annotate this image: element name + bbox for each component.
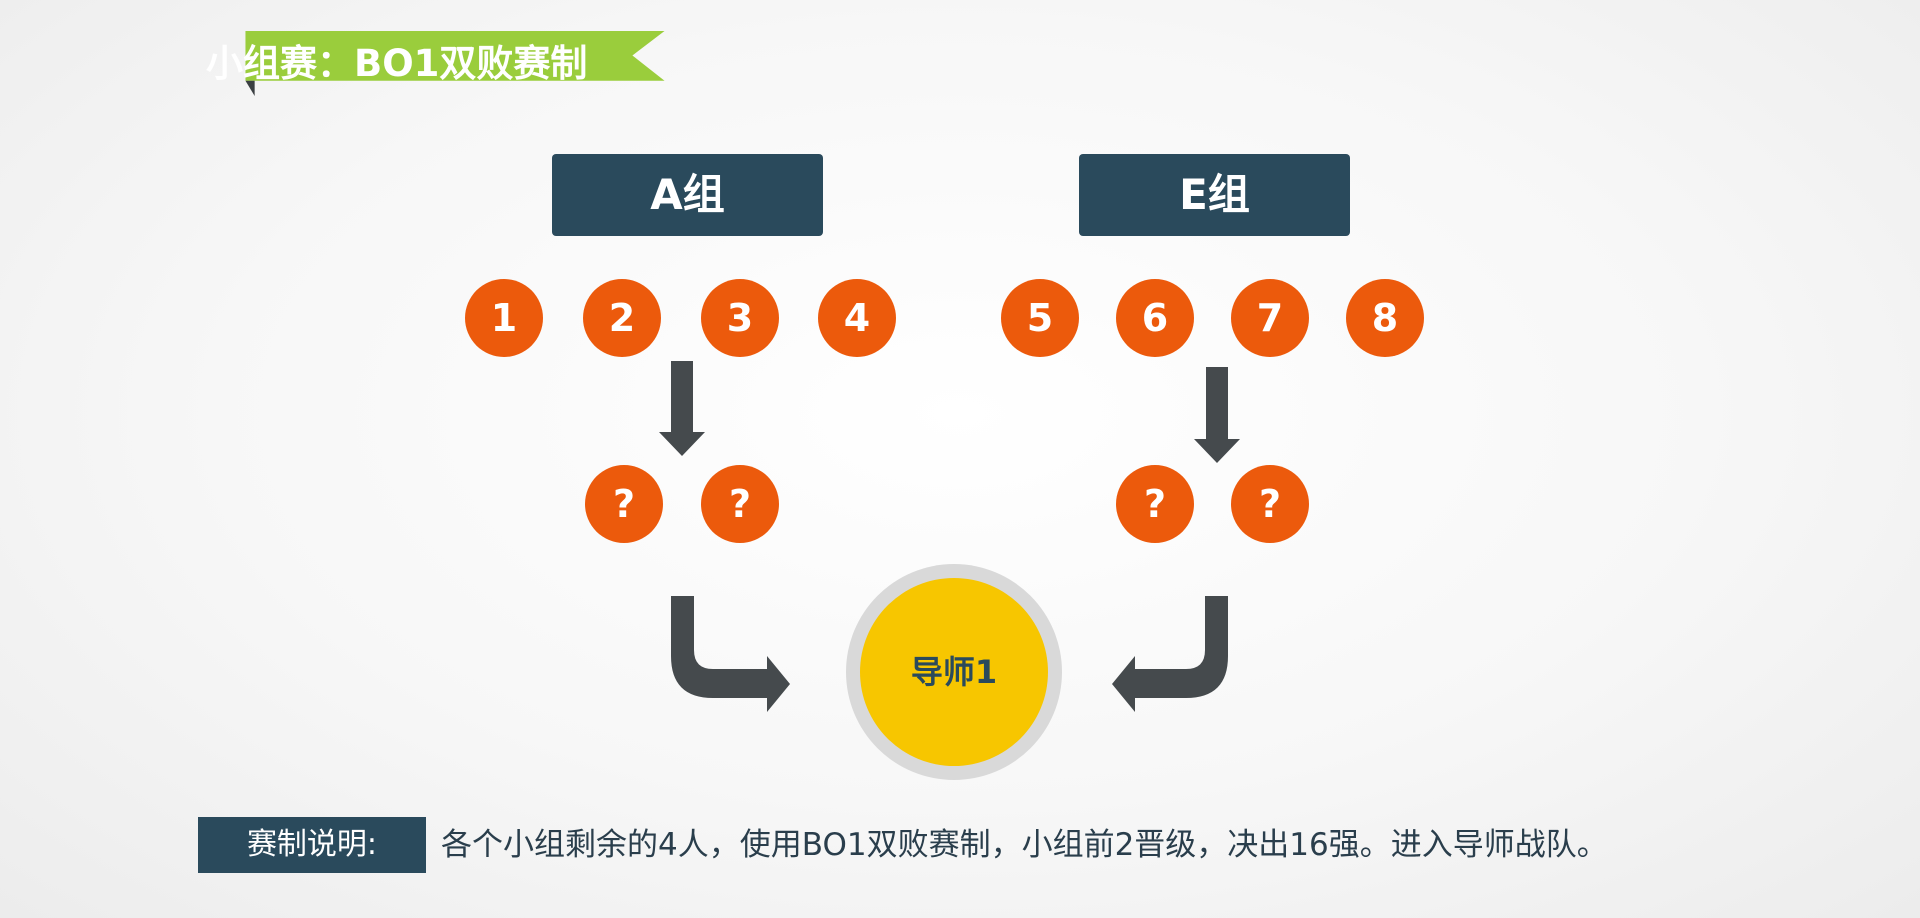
player-circle: 8 [1346, 279, 1424, 357]
title-banner [245, 31, 665, 96]
curved-arrow-left-icon [1112, 596, 1228, 712]
page-title: 小组赛：BO1双败赛制 [206, 42, 588, 85]
curved-arrow-right-icon [671, 596, 790, 712]
mentor-circle: 导师1 [860, 578, 1048, 766]
player-circle: 7 [1231, 279, 1309, 357]
player-circle: 5 [1001, 279, 1079, 357]
group-a-header: A组 [552, 154, 823, 236]
player-circle: 2 [583, 279, 661, 357]
qualifier-circle: ? [1116, 465, 1194, 543]
rules-text: 各个小组剩余的4人，使用BO1双败赛制，小组前2晋级，决出16强。进入导师战队。 [441, 827, 1608, 863]
group-e-header: E组 [1079, 154, 1350, 236]
down-arrow-icon [1194, 367, 1240, 463]
qualifier-circle: ? [701, 465, 779, 543]
player-circle: 6 [1116, 279, 1194, 357]
player-circle: 3 [701, 279, 779, 357]
down-arrow-icon [659, 361, 705, 456]
rules-label: 赛制说明: [198, 817, 426, 873]
qualifier-circle: ? [585, 465, 663, 543]
player-circle: 4 [818, 279, 896, 357]
qualifier-circle: ? [1231, 465, 1309, 543]
player-circle: 1 [465, 279, 543, 357]
